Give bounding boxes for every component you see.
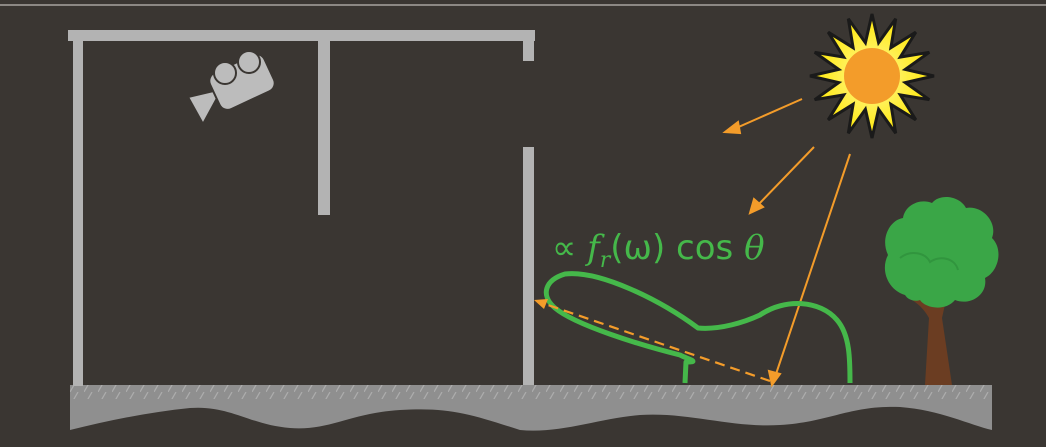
- right-wall-top: [523, 38, 534, 61]
- right-wall-bottom: [523, 147, 534, 385]
- sun-icon: [809, 13, 935, 139]
- brdf-formula: ∝ fr(ω) cos θ: [552, 228, 765, 273]
- ground: [70, 385, 992, 447]
- brdf-lobe: [543, 271, 853, 384]
- reflected-ray: [534, 299, 771, 383]
- top-divider: [0, 4, 1046, 6]
- ceiling-wall: [68, 30, 535, 41]
- camera-icon: [186, 50, 276, 127]
- light-rays: [722, 98, 851, 388]
- left-wall: [73, 38, 83, 386]
- walls: [68, 30, 535, 386]
- inner-wall: [318, 38, 330, 215]
- tree-icon: [884, 196, 999, 385]
